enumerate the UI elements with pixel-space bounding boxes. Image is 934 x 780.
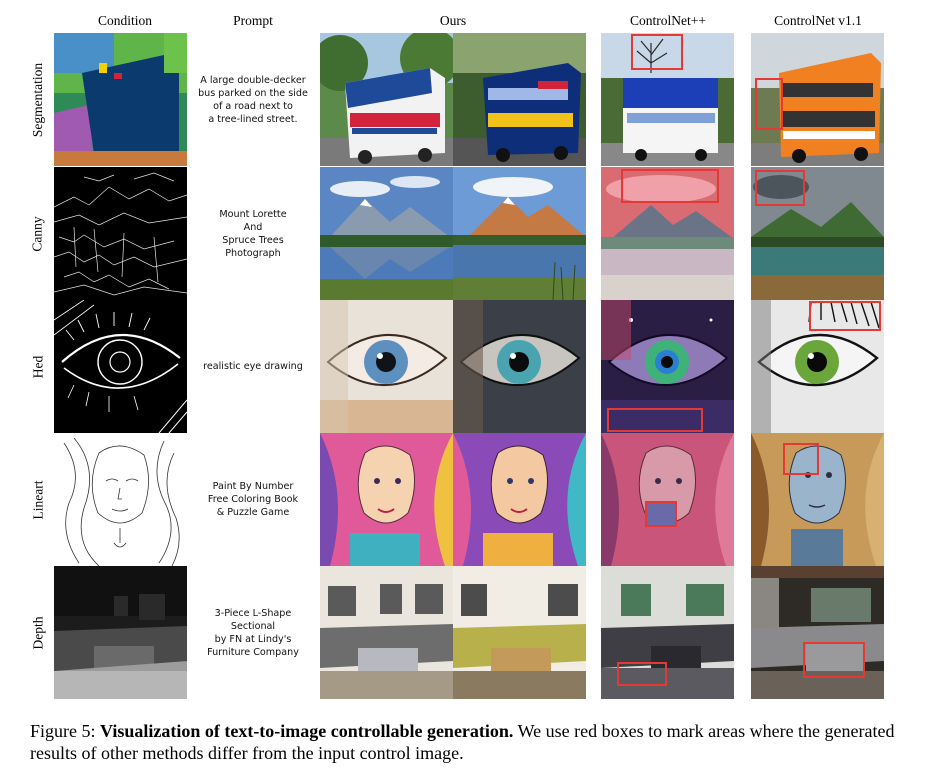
segmentation-ours-image-1 (320, 33, 453, 166)
depth-controlnetv11-image (751, 566, 884, 699)
row-label-hed: Hed (30, 355, 45, 378)
prompt-segmentation: A large double-decker bus parked on the … (198, 74, 308, 125)
column-header-condition: Condition (97, 13, 152, 28)
caption-text: We use red boxes to mark areas where the… (30, 721, 895, 763)
lineart-controlnetpp-image (601, 433, 734, 566)
highlight-box (803, 642, 865, 678)
lineart-ours-image-1 (320, 433, 453, 566)
canny-ours-image-1 (320, 167, 453, 300)
hed-controlnetpp-image (601, 300, 734, 433)
column-header-prompt: Prompt (233, 13, 273, 28)
hed-ours-image-1 (320, 300, 453, 433)
hed-condition-image (54, 300, 187, 433)
hed-ours-image-2 (453, 300, 586, 433)
row-label-segmentation: Segmentation (30, 62, 45, 137)
column-header-controlnet-v11: ControlNet v1.1 (774, 13, 862, 28)
canny-ours-image-2 (453, 167, 586, 300)
highlight-box (621, 169, 719, 203)
segmentation-condition-image (54, 33, 187, 166)
column-header-controlnet-pp: ControlNet++ (630, 13, 706, 28)
highlight-box (617, 662, 667, 686)
canny-condition-image (54, 167, 187, 300)
row-label-depth: Depth (30, 616, 45, 649)
highlight-box (607, 408, 703, 432)
row-label-lineart: Lineart (29, 480, 45, 519)
highlight-box (809, 301, 881, 331)
highlight-box (631, 34, 683, 70)
highlight-box (755, 78, 783, 130)
caption-figure-label: Figure 5: (30, 721, 96, 741)
figure-caption: Figure 5: Visualization of text-to-image… (30, 720, 910, 764)
canny-controlnetv11-image (751, 167, 884, 300)
prompt-hed: realistic eye drawing (203, 361, 303, 372)
column-header-ours: Ours (439, 13, 467, 28)
depth-controlnetpp-image (601, 566, 734, 699)
segmentation-ours-image-2 (453, 33, 586, 166)
prompt-canny: Mount Lorette And Spruce Trees Photograp… (219, 208, 287, 259)
prompt-lineart: Paint By Number Free Coloring Book & Puz… (207, 481, 299, 518)
caption-title: Visualization of text-to-image controlla… (100, 721, 514, 741)
canny-controlnetpp-image (601, 167, 734, 300)
highlight-box (755, 170, 805, 206)
hed-controlnetv11-image (751, 300, 884, 433)
depth-ours-image-1 (320, 566, 453, 699)
lineart-controlnetv11-image (751, 433, 884, 566)
depth-ours-image-2 (453, 566, 586, 699)
prompt-depth: 3-Piece L-Shape Sectional by FN at Lindy… (207, 607, 299, 658)
depth-condition-image (54, 566, 187, 699)
highlight-box (783, 443, 819, 475)
segmentation-controlnetpp-image (601, 33, 734, 166)
highlight-box (645, 501, 677, 527)
lineart-ours-image-2 (453, 433, 586, 566)
row-label-canny: Canny (30, 215, 45, 252)
segmentation-controlnetv11-image (751, 33, 884, 166)
lineart-condition-image (54, 433, 187, 566)
